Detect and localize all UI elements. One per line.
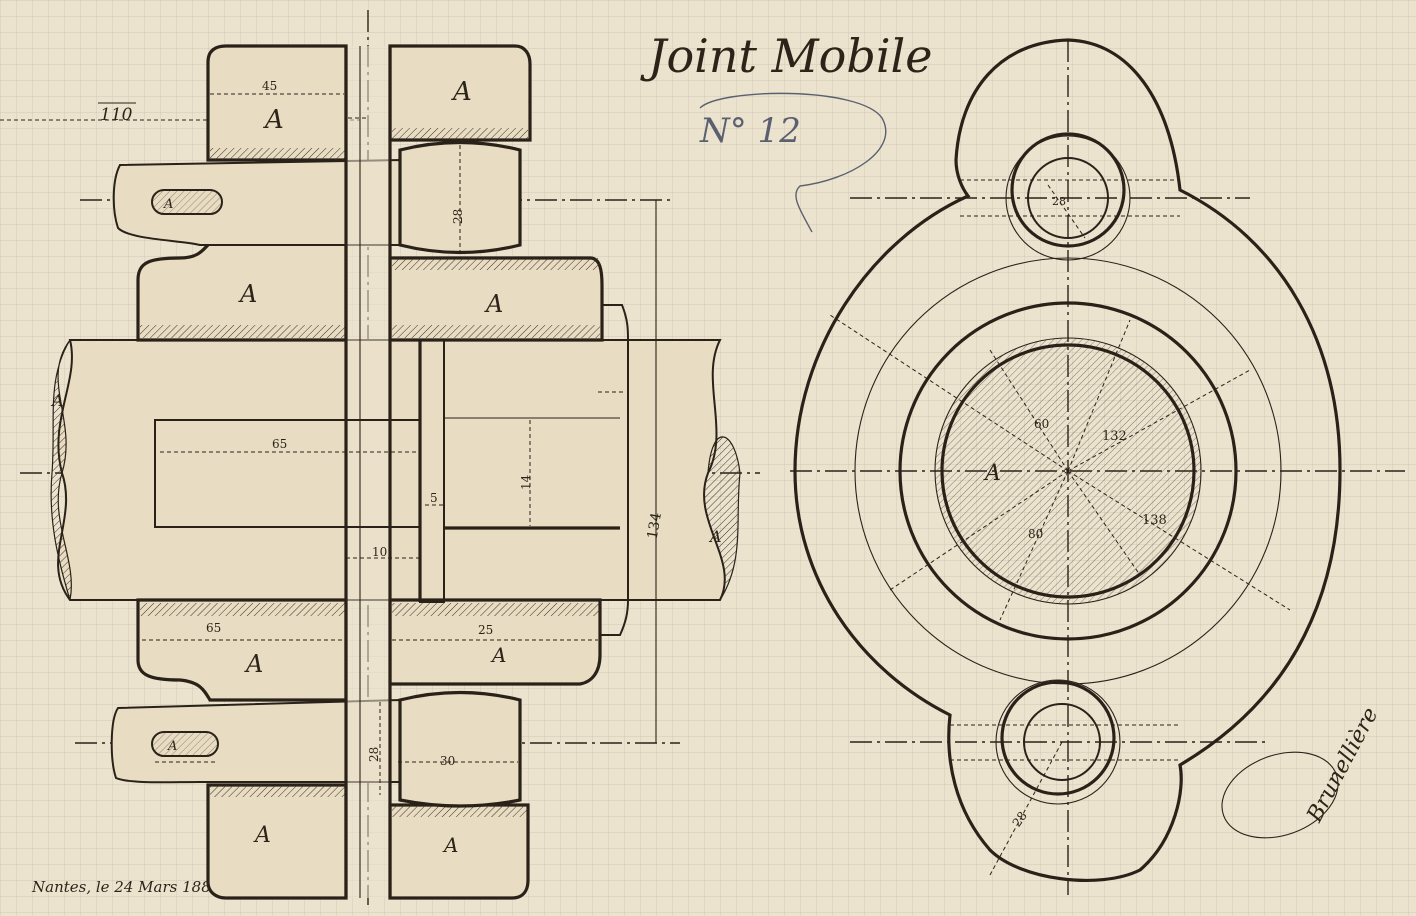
- section-label-bore: A: [983, 461, 1001, 486]
- bottom-right-block-hatch: [392, 805, 528, 817]
- dimension-lines: [142, 93, 657, 795]
- drawing-title: Joint Mobile: [640, 29, 932, 83]
- section-label-upper-right-flange: A: [484, 290, 503, 318]
- lower-bolt-nut: [398, 690, 522, 808]
- central-clearance-gap: [346, 46, 390, 898]
- section-label-bottom-left: A: [253, 823, 271, 848]
- scale-mark: 110: [100, 105, 133, 125]
- top-left-block-hatch: [210, 148, 346, 160]
- bottom-bolt-boss: [995, 679, 1121, 805]
- bottom-right-block: [388, 803, 530, 900]
- upper-right-flange-hatch: [392, 258, 600, 270]
- dim-diameter-80: 80: [1028, 527, 1043, 541]
- lower-left-flange: [136, 598, 348, 702]
- footer-note: Nantes, le 24 Mars 1886: [31, 878, 221, 896]
- dim-bolt-height-bottom: 28: [367, 747, 381, 762]
- lower-right-flange-hatch: [392, 603, 600, 616]
- lower-left-flange-hatch: [140, 603, 346, 616]
- plate-number-loop: [699, 92, 887, 233]
- dim-spacing-10: 10: [372, 545, 387, 559]
- dim-key-height: 14: [519, 474, 533, 490]
- plate-number: N° 12: [699, 111, 801, 151]
- section-label-lower-cotter: A: [167, 739, 177, 754]
- end-view: 60 132 80 138 28 28 A: [790, 38, 1405, 895]
- top-bolt-washer: [1010, 132, 1126, 248]
- top-right-block-hatch: [392, 128, 528, 140]
- upper-left-flange-hatch: [140, 325, 346, 338]
- dim-flange-width-lower: 65: [206, 621, 221, 635]
- bottom-bolt-washer: [1000, 680, 1116, 796]
- flange-outer-contour: [793, 38, 1342, 882]
- section-label-shaft-left: A: [50, 391, 64, 410]
- bottom-left-block-hatch: [210, 785, 346, 797]
- dim-total-height: 134: [645, 511, 665, 540]
- lower-right-flange: [388, 598, 602, 686]
- section-label-lower-left-flange: A: [244, 650, 263, 678]
- dim-bolt-hole-top: 28: [1052, 195, 1066, 208]
- section-label-shaft-right: A: [708, 527, 722, 546]
- diameter-leaders: [829, 184, 1291, 876]
- top-right-block: [388, 44, 532, 142]
- top-bolt-hole: [1027, 157, 1109, 239]
- upper-right-flange-hatch-2: [392, 325, 600, 338]
- dim-diameter-60: 60: [1034, 417, 1049, 431]
- shaft-left-break-section: [50, 339, 72, 601]
- dim-diameter-138: 138: [1142, 513, 1167, 528]
- section-label-lower-right-flange: A: [490, 643, 506, 667]
- bottom-bolt-hole: [1023, 703, 1101, 781]
- shaft-right-break-section: [703, 436, 741, 601]
- middle-ring: [898, 301, 1238, 641]
- section-label-bottom-right: A: [442, 833, 458, 857]
- dim-diameter-132: 132: [1102, 429, 1127, 444]
- elevation-view: 45 28 65 5 14 10 65 25 28 30 134 A A A A…: [0, 10, 760, 905]
- section-label-top-right: A: [451, 77, 472, 107]
- dim-flange-width: 45: [262, 79, 277, 93]
- top-left-block: [206, 44, 348, 162]
- upper-bolt-shank: [112, 158, 401, 246]
- right-hub-step: [600, 304, 629, 636]
- top-bolt-boss: [1005, 135, 1131, 261]
- dim-spacing-5: 5: [430, 491, 438, 505]
- dim-bolt-height-top: 28: [451, 209, 465, 224]
- dim-shaft-length: 65: [272, 437, 287, 451]
- section-label-upper-cotter: A: [163, 197, 173, 212]
- dim-hub-length: 25: [478, 623, 493, 637]
- bottom-left-block: [206, 783, 348, 900]
- bore: [940, 343, 1196, 599]
- section-label-upper-left-flange: A: [238, 280, 257, 308]
- section-label-top-left: A: [263, 105, 284, 135]
- dim-bolt-length: 30: [440, 754, 455, 768]
